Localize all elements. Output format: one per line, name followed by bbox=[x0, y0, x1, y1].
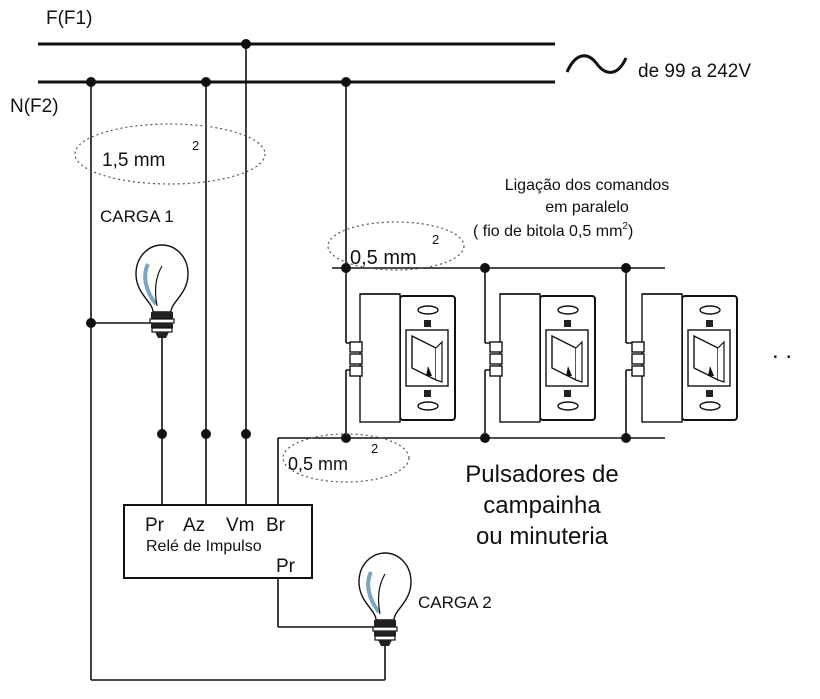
load1-bulb-icon bbox=[134, 243, 190, 340]
pushbutton-1-icon bbox=[349, 293, 456, 423]
ac-symbol-icon bbox=[565, 54, 628, 74]
parallel-note-line2: em paralelo bbox=[545, 199, 629, 216]
pushbuttons-note-line2: campainha bbox=[483, 492, 601, 519]
relay-terminal-pr: Pr bbox=[145, 515, 165, 536]
continuation-dots: . . bbox=[772, 337, 792, 364]
load2-bulb-icon bbox=[357, 551, 413, 648]
load2-label: CARGA 2 bbox=[418, 593, 492, 612]
phase-label: F(F1) bbox=[46, 8, 92, 29]
relay-terminal-br: Br bbox=[266, 515, 286, 536]
gauge-ellipse-cmd-bottom bbox=[282, 433, 410, 483]
pushbutton-3-icon bbox=[631, 293, 738, 423]
gauge-main-sup: 2 bbox=[192, 138, 199, 153]
neutral-label: N(F2) bbox=[10, 96, 59, 117]
impulse-relay-box bbox=[123, 504, 313, 579]
gauge-main-label: 1,5 mm bbox=[102, 150, 165, 171]
relay-terminal-az: Az bbox=[183, 515, 205, 536]
load1-label: CARGA 1 bbox=[100, 207, 174, 226]
gauge-cmd-top-label: 0,5 mm bbox=[350, 247, 417, 269]
pushbuttons-note-line3: ou minuteria bbox=[476, 523, 609, 550]
parallel-note-line1: Ligação dos comandos bbox=[505, 177, 670, 194]
relay-terminal-vm: Vm bbox=[226, 515, 255, 536]
gauge-cmd-bottom-label: 0,5 mm bbox=[288, 454, 348, 474]
pushbutton-2-icon bbox=[489, 293, 596, 423]
gauge-cmd-bottom-sup: 2 bbox=[371, 441, 378, 456]
supply-voltage-label: de 99 a 242V bbox=[638, 61, 751, 82]
gauge-ellipse-main bbox=[74, 123, 266, 185]
pushbuttons-note-line1: Pulsadores de bbox=[465, 461, 618, 488]
relay-name: Relé de Impulso bbox=[146, 538, 262, 555]
relay-output-terminal: Pr bbox=[276, 556, 296, 577]
gauge-ellipse-cmd-top bbox=[327, 221, 465, 271]
gauge-cmd-top-sup: 2 bbox=[432, 232, 439, 247]
parallel-note-line3: ( fio de bitola 0,5 mm2) bbox=[473, 221, 633, 240]
